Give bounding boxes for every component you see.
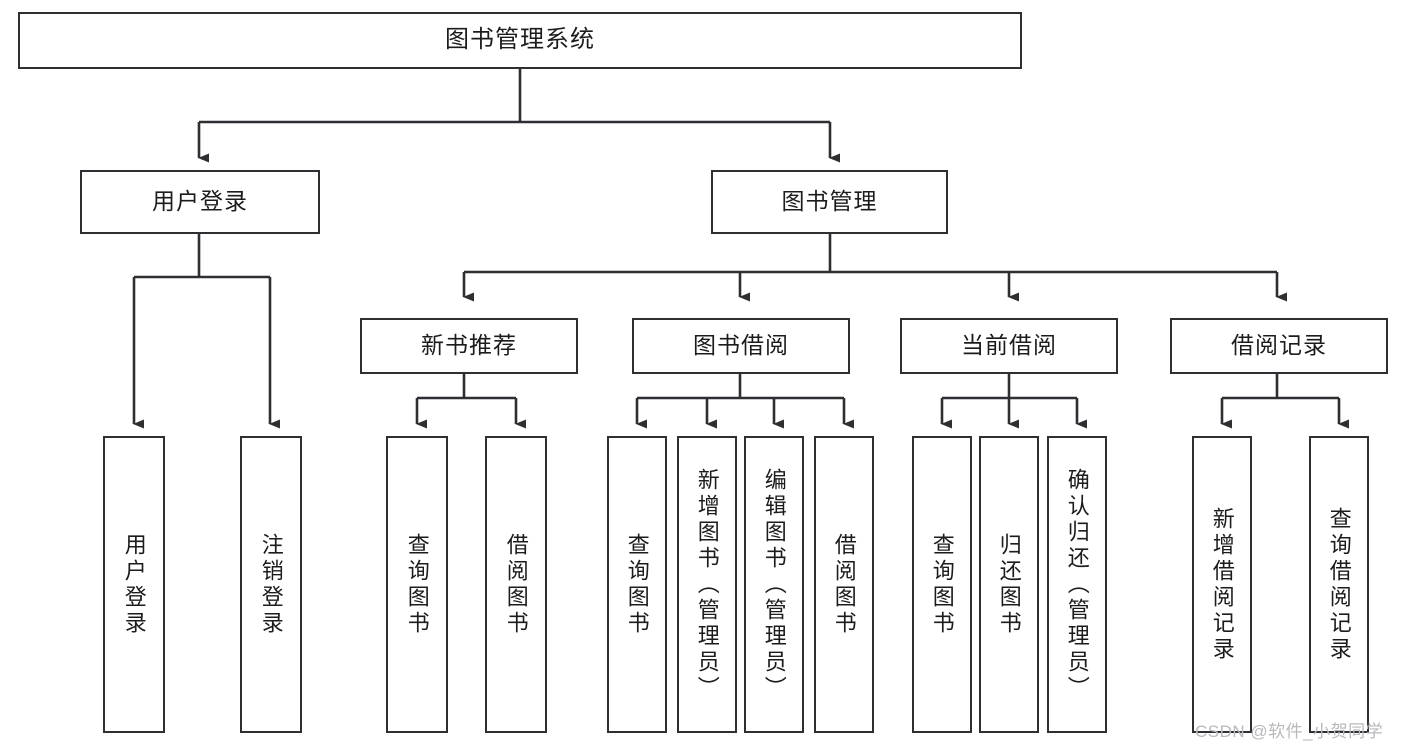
node-leaf-confirm-return-admin[interactable]: 确认归还（管理员） <box>1047 436 1107 733</box>
node-current-borrow[interactable]: 当前借阅 <box>900 318 1118 374</box>
node-root-system[interactable]: 图书管理系统 <box>18 12 1022 69</box>
node-leaf-edit-book-admin[interactable]: 编辑图书（管理员） <box>744 436 804 733</box>
node-leaf-user-login[interactable]: 用户登录 <box>103 436 165 733</box>
node-leaf-query-book-recommend[interactable]: 查询图书 <box>386 436 448 733</box>
node-leaf-user-logout[interactable]: 注销登录 <box>240 436 302 733</box>
csdn-watermark: CSDN @软件_小贺同学 <box>1195 722 1384 741</box>
node-leaf-query-book-current[interactable]: 查询图书 <box>912 436 972 733</box>
node-borrow-record[interactable]: 借阅记录 <box>1170 318 1388 374</box>
node-leaf-query-book[interactable]: 查询图书 <box>607 436 667 733</box>
node-leaf-borrow-book[interactable]: 借阅图书 <box>814 436 874 733</box>
node-book-borrow[interactable]: 图书借阅 <box>632 318 850 374</box>
node-leaf-add-borrow-record[interactable]: 新增借阅记录 <box>1192 436 1252 733</box>
node-leaf-return-book[interactable]: 归还图书 <box>979 436 1039 733</box>
node-user-login[interactable]: 用户登录 <box>80 170 320 234</box>
node-leaf-borrow-book-recommend[interactable]: 借阅图书 <box>485 436 547 733</box>
node-leaf-query-borrow-record[interactable]: 查询借阅记录 <box>1309 436 1369 733</box>
node-new-book-recommend[interactable]: 新书推荐 <box>360 318 578 374</box>
node-leaf-add-book-admin[interactable]: 新增图书（管理员） <box>677 436 737 733</box>
node-book-management[interactable]: 图书管理 <box>711 170 948 234</box>
